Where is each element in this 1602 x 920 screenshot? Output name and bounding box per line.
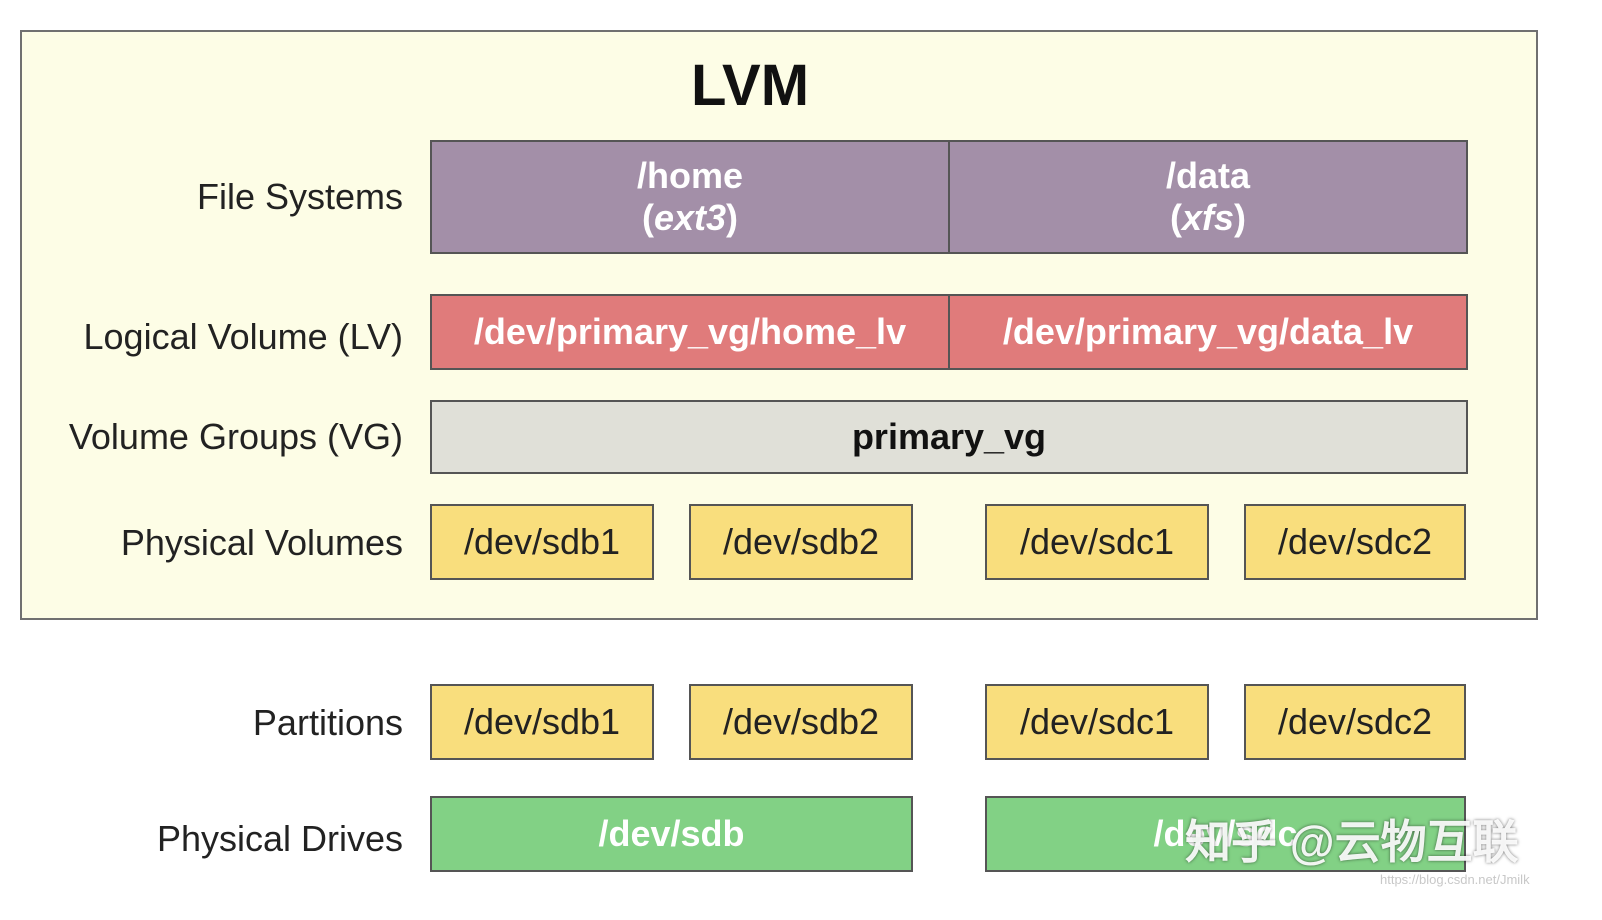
volume-group: primary_vg bbox=[430, 400, 1468, 474]
label-physical-drives: Physical Drives bbox=[156, 818, 403, 859]
filesystem-home: /home (ext3) bbox=[430, 140, 950, 254]
physical-volume: /dev/sdb2 bbox=[689, 504, 913, 580]
physical-volume: /dev/sdc1 bbox=[985, 504, 1209, 580]
partition: /dev/sdb2 bbox=[689, 684, 913, 760]
label-physical-volumes: Physical Volumes bbox=[120, 522, 403, 563]
watermark: 知乎 @云物互联 bbox=[1185, 816, 1519, 868]
physical-drive-sdc: /dev/sdc bbox=[985, 796, 1466, 872]
diagram-title: LVM bbox=[690, 53, 810, 118]
partition: /dev/sdc2 bbox=[1244, 684, 1466, 760]
logical-volume-data: /dev/primary_vg/data_lv bbox=[948, 294, 1468, 370]
watermark-url: https://blog.csdn.net/Jmilk bbox=[1380, 872, 1530, 887]
filesystem-mount: /data bbox=[1165, 155, 1251, 196]
physical-volume: /dev/sdc2 bbox=[1244, 504, 1466, 580]
label-file-systems: File Systems bbox=[196, 176, 403, 217]
label-volume-groups: Volume Groups (VG) bbox=[68, 416, 403, 457]
label-logical-volume: Logical Volume (LV) bbox=[83, 316, 404, 357]
physical-drive-sdb: /dev/sdb bbox=[430, 796, 913, 872]
label-partitions: Partitions bbox=[252, 702, 403, 743]
filesystem-type: (ext3) bbox=[641, 197, 739, 238]
filesystem-data: /data (xfs) bbox=[948, 140, 1468, 254]
partition: /dev/sdc1 bbox=[985, 684, 1209, 760]
partition: /dev/sdb1 bbox=[430, 684, 654, 760]
physical-volume: /dev/sdb1 bbox=[430, 504, 654, 580]
filesystem-type: (xfs) bbox=[1169, 197, 1247, 238]
filesystem-mount: /home bbox=[636, 155, 743, 196]
logical-volume-home: /dev/primary_vg/home_lv bbox=[430, 294, 950, 370]
